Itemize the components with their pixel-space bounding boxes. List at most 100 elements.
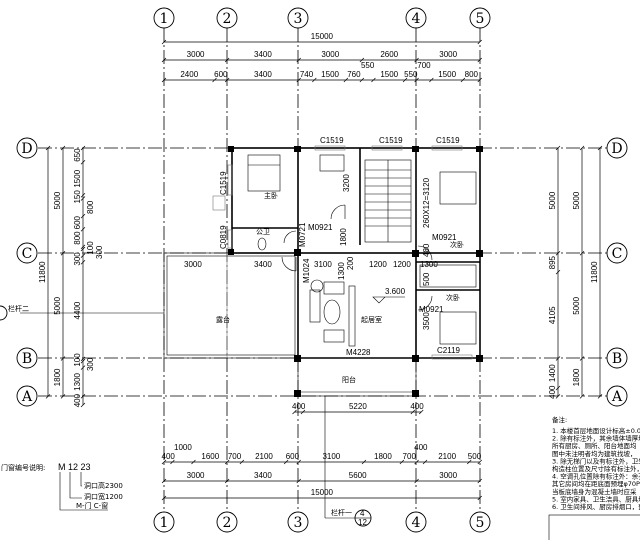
dimension-value: 5000 <box>572 191 581 209</box>
door-swing <box>281 256 297 272</box>
axis-label: 1 <box>160 11 169 27</box>
axis-bubble <box>16 385 38 407</box>
inner-dimension: 3500 <box>422 312 431 330</box>
dimension-tick <box>296 77 301 83</box>
dimension-value: 2100 <box>255 452 273 461</box>
dimension-tick <box>371 77 376 83</box>
dimension-value: 1500 <box>321 70 339 79</box>
dimension-tick <box>296 478 301 484</box>
dimension-tick <box>410 409 416 415</box>
dimension-tick <box>161 39 167 45</box>
inner-dimension: 260X12=3120 <box>422 177 431 228</box>
note-line: 4. 空调孔位置除有标注外：余孔 <box>552 472 640 481</box>
inner-dimension: 1300 <box>337 262 346 280</box>
dimension-value: 3000 <box>439 471 457 480</box>
dimension-value: 5000 <box>53 191 62 209</box>
axis-label: D <box>21 141 32 157</box>
dimension-tick <box>80 145 86 151</box>
dimension-value: 760 <box>347 70 361 79</box>
dimension-tick <box>161 459 167 465</box>
dimension-value: 400 <box>414 443 428 452</box>
dimension-tick <box>414 77 419 83</box>
note-line: 6. 卫生间排风、厨房排烟口，预留 <box>552 502 640 511</box>
opening-code-legend: 门窗编号说明: M 12 23 洞口高2300 洞口宽1200 M-门 C-窗 <box>1 462 123 511</box>
dimension-value: 1800 <box>374 452 392 461</box>
dimension-value: 11800 <box>38 261 47 283</box>
dimension-tick <box>579 356 585 361</box>
room-master-bedroom: 主卧 <box>264 191 278 200</box>
dimension-value: 400 <box>73 393 82 407</box>
dimension-value: 300 <box>86 357 95 371</box>
dimension-value: 800 <box>73 231 82 245</box>
legend-type: M-门 C-窗 <box>76 501 108 510</box>
dimension-value: 895 <box>548 255 557 269</box>
inner-dimension: 3400 <box>254 260 272 269</box>
dimension-value: 1400 <box>548 364 557 382</box>
door-tag: M4228 <box>346 348 371 357</box>
axis-bubble <box>287 511 309 533</box>
window-tag: C1519 <box>320 136 344 145</box>
axis-label: 5 <box>476 11 485 27</box>
dimension-tick <box>161 478 167 484</box>
dimension-value: 740 <box>300 70 314 79</box>
dimension-value: 800 <box>86 200 95 214</box>
dimension-tick <box>359 57 365 63</box>
dimension-tick <box>414 459 419 465</box>
note-line: 构造柱位置及尺寸除有标注外， <box>552 464 640 473</box>
dimension-tick <box>239 459 245 465</box>
dimension-tick <box>597 394 603 399</box>
inner-dimension: 1300 <box>420 260 438 269</box>
window-tag: C0819 <box>219 225 228 249</box>
axis-bubble <box>16 242 38 264</box>
legend-title: 门窗编号说明: <box>1 463 45 472</box>
dimension-tick <box>45 394 51 399</box>
furniture <box>247 154 477 347</box>
dimension-tick <box>597 145 603 151</box>
dimension-tick <box>80 213 86 219</box>
dimension-tick <box>555 269 561 275</box>
dimension-tick <box>477 459 482 465</box>
axis-bubble <box>606 242 628 264</box>
detail-sheet: 12 <box>358 518 367 527</box>
dimension-tick <box>224 478 230 484</box>
window-tag: C1519 <box>436 136 460 145</box>
dimension-value: 4105 <box>548 306 557 324</box>
axis-bubble <box>606 347 628 369</box>
axis-bubble <box>606 137 628 159</box>
dimension-tick <box>477 77 482 83</box>
dimension-value: 1500 <box>73 169 82 187</box>
axis-bubble <box>16 137 38 159</box>
dimension-tick <box>80 196 86 201</box>
dimension-tick <box>170 459 175 465</box>
railing-label: 栏杆二 <box>8 304 29 313</box>
inner-dimension: 3100 <box>314 260 332 269</box>
axis-label: C <box>22 246 33 262</box>
axis-bubble <box>16 347 38 369</box>
dimension-value: 550 <box>404 70 418 79</box>
inner-dimension: 1200 <box>369 260 387 269</box>
dimension-value: 1300 <box>73 372 82 390</box>
dimension-tick <box>292 409 297 415</box>
dimension-value: 300 <box>95 245 104 259</box>
dimension-value: 650 <box>73 148 82 162</box>
dimension-value: 1800 <box>572 368 581 386</box>
dimension-tick <box>80 227 86 232</box>
dimension-tick <box>80 259 86 265</box>
axis-label: 1 <box>160 515 169 531</box>
detail-number: 4 <box>360 509 365 518</box>
note-line: 5. 室内家具、卫生洁具、厨具均 <box>552 494 640 503</box>
note-line: 图中未注明者均为建筑找坡， <box>552 449 637 458</box>
dimension-tick <box>414 57 419 63</box>
dimension-value: 600 <box>214 70 228 79</box>
dimension-tick <box>361 459 367 465</box>
balcony-outline <box>297 357 417 397</box>
title-block <box>548 514 640 540</box>
note-line: 2. 除有标注外，其余墙体墙厚均为 <box>552 434 640 443</box>
dimension-tick <box>80 253 86 258</box>
dimension-value: 1000 <box>174 443 192 452</box>
axis-label: C <box>612 246 623 262</box>
axis-bubble <box>606 385 628 407</box>
dimension-tick <box>224 459 230 465</box>
dimension-tick <box>359 77 365 83</box>
dimension-value: 3000 <box>439 50 457 59</box>
